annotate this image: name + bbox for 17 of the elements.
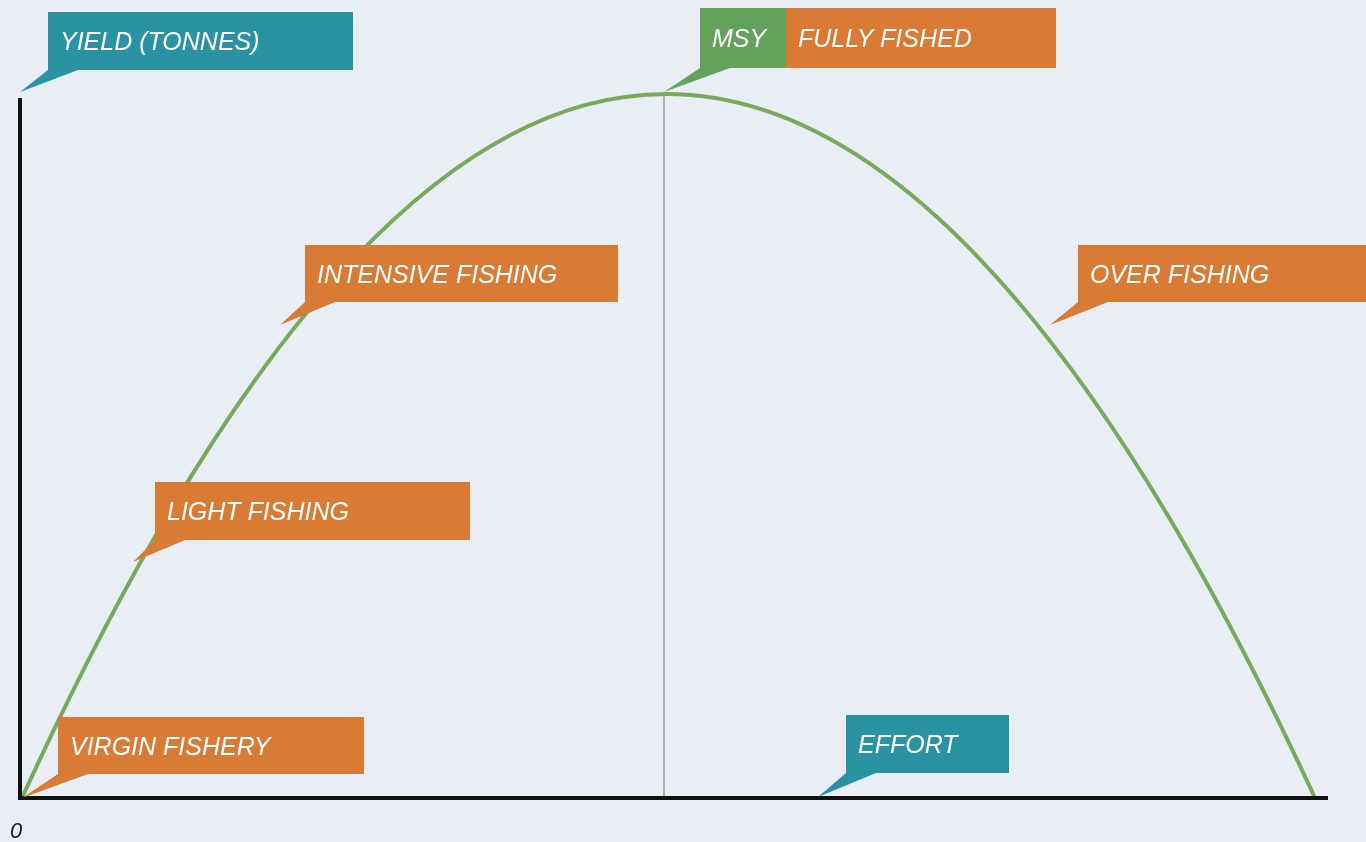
callout-tag [22, 717, 364, 798]
callout-text: YIELD (TONNES) [60, 26, 260, 56]
callout-text: INTENSIVE FISHING [317, 258, 558, 289]
callout-tag [664, 8, 786, 92]
callout-tag [818, 715, 1009, 797]
callout-text: FULLY FISHED [798, 23, 972, 53]
callout-tag [786, 8, 1056, 68]
callout-text: VIRGIN FISHERY [70, 730, 271, 761]
callout-tag [20, 12, 353, 92]
callout-text: OVER FISHING [1090, 258, 1270, 289]
callout-text: MSY [712, 23, 767, 53]
callout-tag [1050, 245, 1366, 325]
callout-tag [133, 482, 470, 562]
callout-text: EFFORT [858, 729, 958, 759]
callout-text: LIGHT FISHING [167, 496, 349, 526]
axis-origin-label: 0 [10, 818, 23, 842]
callout-tag [280, 245, 618, 325]
